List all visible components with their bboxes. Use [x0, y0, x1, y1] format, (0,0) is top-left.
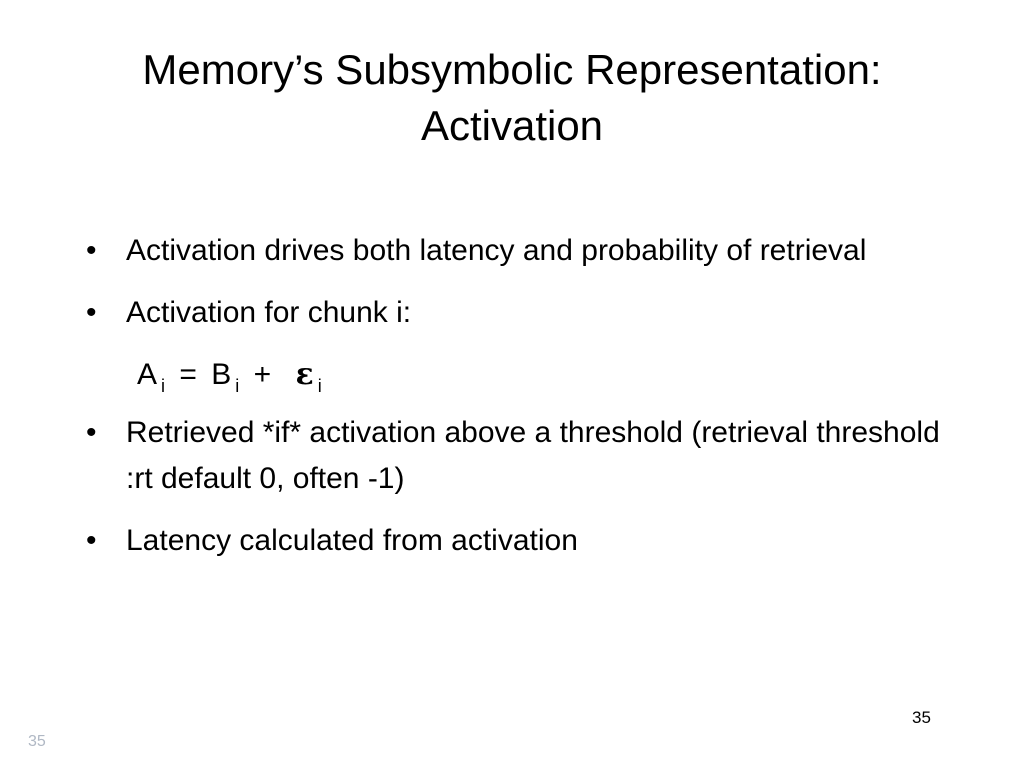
- bullet-marker: •: [86, 234, 97, 267]
- bullet-item: • Activation drives both latency and pro…: [82, 228, 962, 274]
- equation-epsilon-subscript: i: [317, 376, 322, 396]
- page-number: 35: [912, 708, 931, 727]
- slide-title: Memory’s Subsymbolic Representation: Act…: [60, 42, 964, 154]
- bullet-marker: •: [86, 416, 97, 449]
- bullet-item: • Activation for chunk i:: [82, 290, 962, 336]
- slide-content: • Activation drives both latency and pro…: [82, 228, 962, 580]
- equation-b: B: [211, 358, 232, 391]
- bullet-marker: •: [86, 296, 97, 329]
- slide-title-line-2: Activation: [420, 102, 604, 149]
- equation-b-subscript: i: [235, 376, 240, 396]
- bullet-marker: •: [86, 524, 97, 557]
- equation-a: A: [137, 358, 158, 391]
- slide-title-line-1: Memory’s Subsymbolic Representation:: [142, 46, 882, 93]
- equation-epsilon: ε: [295, 357, 314, 392]
- equation-a-subscript: i: [161, 376, 166, 396]
- bullet-item: • Retrieved *if* activation above a thre…: [82, 410, 962, 502]
- bullet-item: • Latency calculated from activation: [82, 518, 962, 564]
- equation-plus: +: [253, 358, 272, 391]
- bullet-text: Retrieved *if* activation above a thresh…: [126, 416, 940, 495]
- bullet-text: Latency calculated from activation: [126, 524, 578, 557]
- equation-equals: =: [179, 358, 197, 391]
- slide-number: 35: [28, 733, 46, 750]
- bullet-text: Activation for chunk i:: [126, 296, 412, 329]
- bullet-text: Activation drives both latency and proba…: [126, 234, 867, 267]
